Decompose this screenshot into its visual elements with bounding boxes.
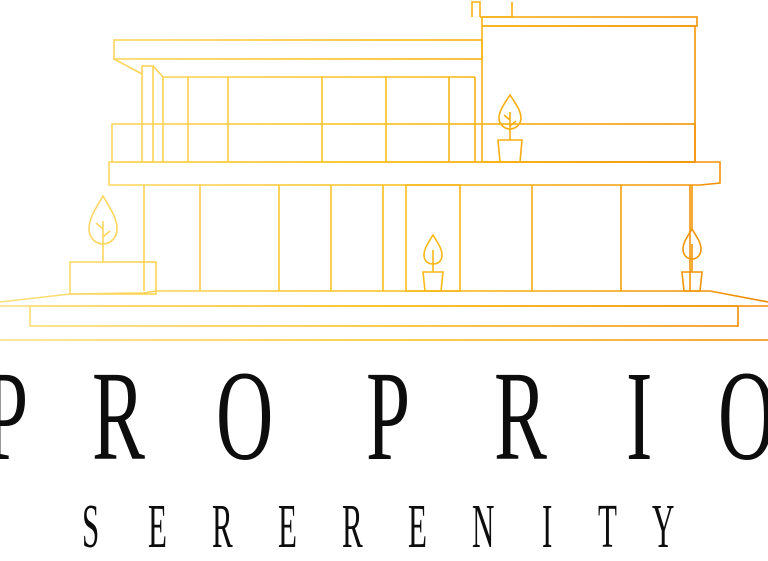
tagline-letter: N — [472, 493, 495, 561]
ground-floor — [0, 184, 768, 341]
brand-letter: R — [92, 345, 145, 487]
tagline-letter: T — [598, 493, 617, 561]
tagline-letter: E — [408, 493, 427, 561]
tagline-letter: R — [342, 493, 363, 561]
tree-icon — [88, 194, 118, 262]
brand-letter: I — [626, 345, 653, 487]
tagline-letter: E — [148, 493, 167, 561]
upper-floor — [108, 65, 721, 186]
brand-letter: P — [0, 352, 28, 480]
tagline-letter: S — [82, 493, 100, 561]
house-illustration — [0, 1, 768, 341]
potted-plant-icon — [497, 93, 523, 163]
potted-plant-icon — [681, 185, 703, 292]
tagline-letter: E — [278, 493, 297, 561]
brand-letter: P — [366, 345, 411, 487]
roof — [113, 1, 698, 163]
brand-letter: O — [718, 352, 768, 480]
tagline-letter: R — [212, 493, 233, 561]
brand-letter: O — [216, 345, 274, 487]
tagline-letter: I — [542, 493, 553, 561]
tagline-letter: Y — [652, 493, 675, 561]
potted-plant-icon — [422, 233, 444, 292]
brand-letter: R — [494, 345, 547, 487]
